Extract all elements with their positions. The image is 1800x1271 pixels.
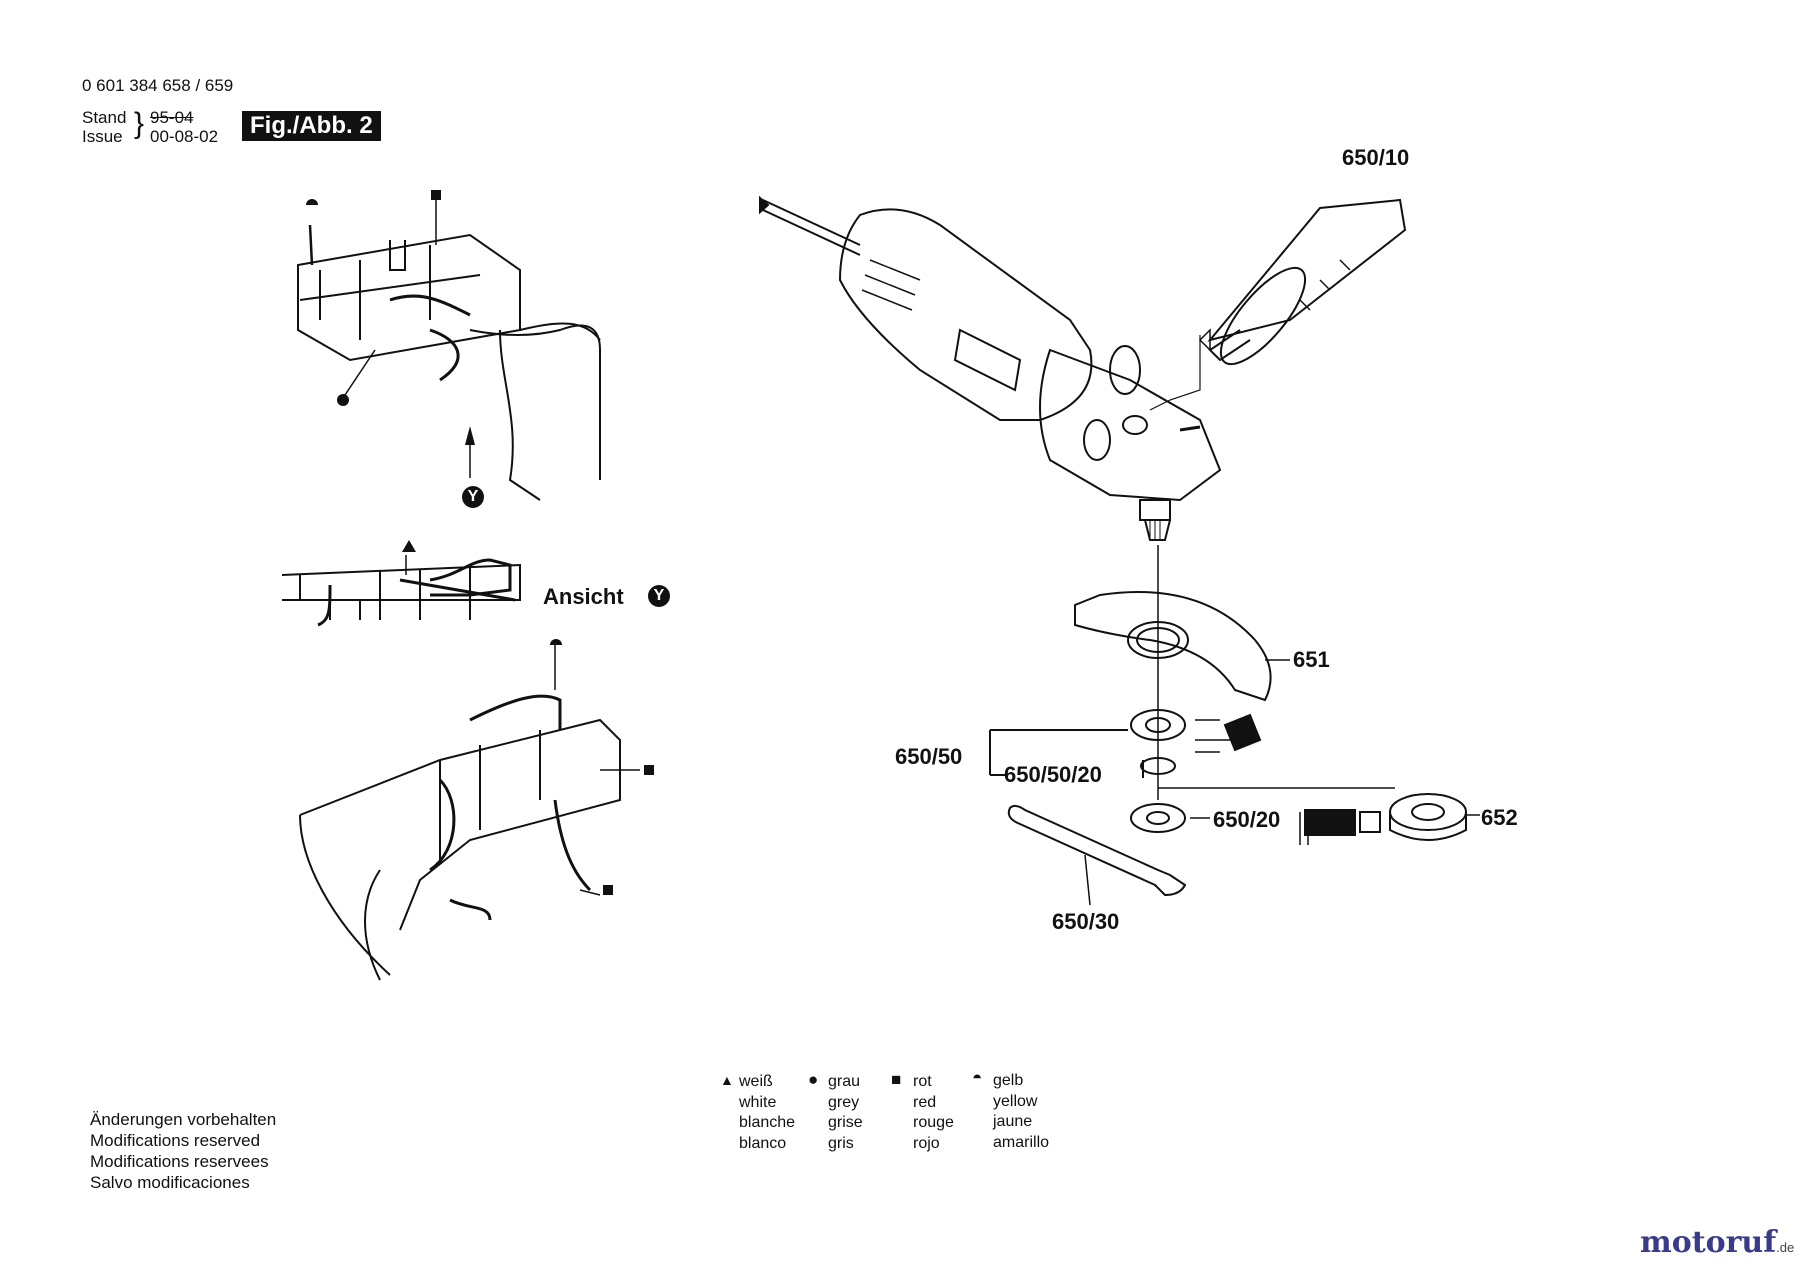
stand-value: 95-04 — [150, 108, 194, 127]
issue-value: 00-08-02 — [150, 127, 219, 146]
red-marker-icon-2 — [644, 765, 654, 775]
part-number: 0 601 384 658 / 659 — [82, 76, 234, 95]
watermark-logo: motoruf.de — [1640, 1225, 1795, 1260]
switch-assembly-bottom — [299, 645, 640, 981]
callout-650-10: 650/10 — [1342, 145, 1410, 170]
red-marker-icon-3 — [603, 885, 613, 895]
two-pin-spanner — [1007, 804, 1187, 906]
quick-clamping-nut — [1158, 787, 1480, 841]
yellow-marker-icon — [306, 199, 318, 205]
view-marker-y: Y — [462, 486, 484, 508]
modifications-notice: Änderungen vorbehalten Modifications res… — [90, 1110, 277, 1192]
issue-label: Issue — [82, 127, 123, 146]
switch-assembly-top — [297, 200, 601, 501]
side-handle — [1149, 198, 1407, 411]
flange — [1130, 709, 1262, 753]
figure-label: Fig./Abb. 2 — [242, 111, 381, 141]
grey-marker-icon — [337, 394, 349, 406]
o-ring — [1140, 757, 1176, 775]
view-marker-y-2: Y — [648, 585, 670, 607]
half-circle-icon: ◓ — [972, 1068, 983, 1087]
wheel-guard — [1074, 591, 1290, 702]
callout-650-50: 650/50 — [895, 744, 963, 769]
red-marker-icon — [431, 190, 441, 200]
clamping-nut — [1130, 803, 1381, 845]
circle-icon: ● — [808, 1070, 819, 1089]
callout-651: 651 — [1293, 647, 1330, 672]
brace-icon: } — [134, 107, 145, 140]
callout-650-30: 650/30 — [1052, 909, 1120, 934]
callout-650-20: 650/20 — [1213, 807, 1281, 832]
yellow-marker-icon-2 — [550, 639, 562, 645]
ansicht-y-view — [281, 555, 521, 627]
angle-grinder — [759, 195, 1222, 541]
triangle-icon: ▲ — [720, 1072, 734, 1088]
ansicht-label: Ansicht — [543, 584, 624, 609]
white-marker-icon — [402, 540, 416, 552]
square-icon: ■ — [891, 1070, 902, 1089]
callout-652: 652 — [1481, 805, 1518, 830]
callout-650-50-20: 650/50/20 — [1004, 762, 1102, 787]
stand-label: Stand — [82, 108, 127, 127]
